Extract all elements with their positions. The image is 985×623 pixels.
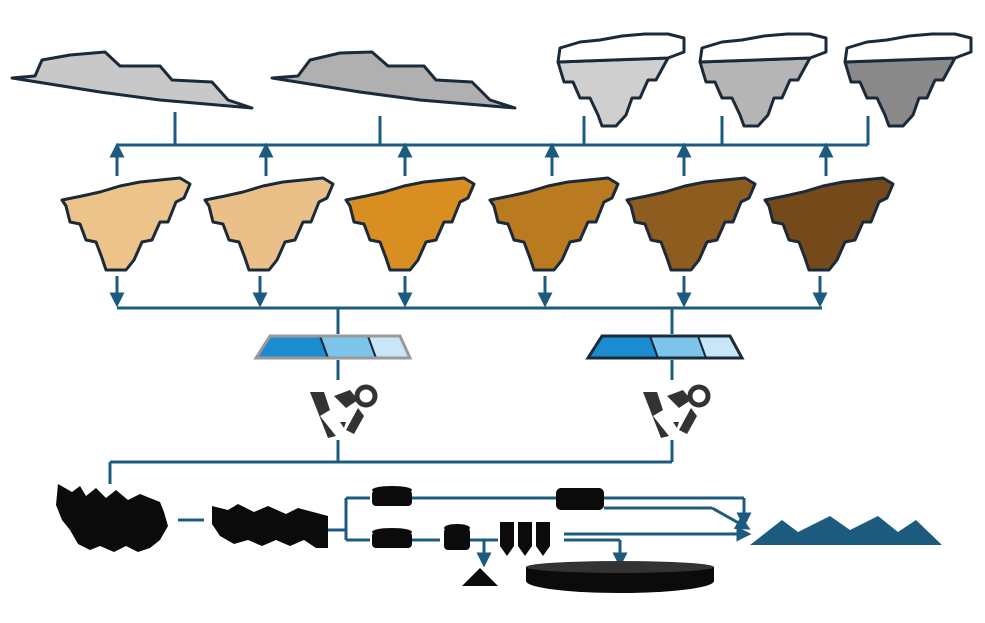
tank-1 — [372, 486, 412, 506]
colored-pits-row — [60, 176, 895, 272]
bottom-collector-lines — [109, 276, 828, 334]
tank-2 — [372, 528, 412, 548]
sorting-bin-right — [585, 334, 745, 360]
tank-3 — [556, 488, 604, 510]
tank-4 — [444, 524, 470, 550]
colored-pit-3 — [344, 176, 476, 272]
waste-pile-2 — [270, 50, 517, 110]
crusher-left — [310, 384, 378, 438]
primary-mill-train — [56, 484, 168, 552]
colored-pit-6 — [763, 176, 895, 272]
bin-to-crusher-lines — [108, 360, 674, 484]
product-stockpiles — [750, 516, 942, 545]
bottom-flow-lines — [328, 496, 752, 568]
colored-pit-5 — [625, 176, 757, 272]
colored-pit-2 — [203, 176, 335, 272]
waste-pile-1 — [10, 50, 254, 110]
cone-row — [500, 522, 550, 556]
grey-pit-3 — [843, 32, 973, 128]
colored-pit-4 — [488, 176, 620, 272]
small-stockpile-triangle — [462, 568, 498, 586]
grey-pit-2 — [698, 32, 828, 128]
secondary-mill-train — [212, 504, 328, 548]
sorting-bin-left — [253, 334, 413, 360]
top-collector-lines — [109, 112, 870, 176]
crusher-right — [643, 384, 711, 438]
grey-pit-1 — [556, 32, 686, 128]
top-row — [10, 32, 973, 128]
colored-pit-1 — [60, 176, 192, 272]
tailings-disk — [526, 561, 714, 593]
